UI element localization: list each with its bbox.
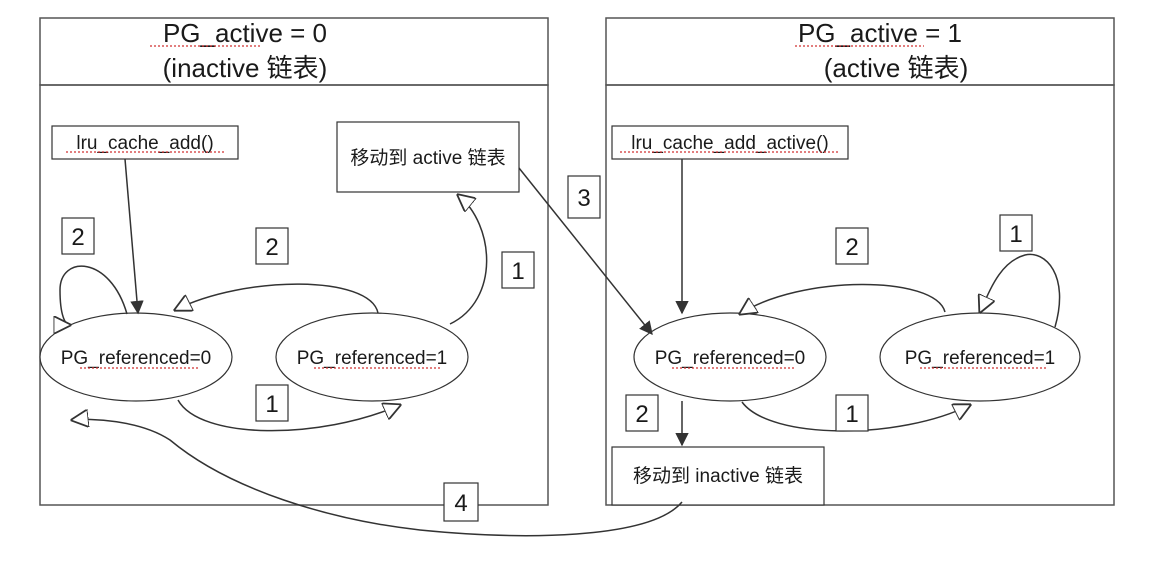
left-num-self-loop-box [61, 217, 95, 255]
right-title-line2: (active 链表) [824, 53, 968, 83]
right-move-to-inactive-label: 移动到 inactive 链表 [633, 465, 803, 487]
right-panel-body-frame [605, 84, 1115, 506]
left-to-move-edge [449, 195, 488, 325]
edge-4-move-to-inactive [72, 419, 683, 537]
left-num-self-loop: 2 [71, 224, 84, 251]
left-entry-func-box [51, 125, 239, 160]
left-move-to-active-box [336, 121, 520, 193]
left-state-0-label: PG_referenced=0 [61, 348, 212, 369]
right-num-top: 2 [845, 234, 858, 261]
right-num-bottom: 1 [845, 401, 858, 428]
left-self-loop-edge [60, 265, 128, 325]
right-state-0-label: PG_referenced=0 [655, 348, 806, 369]
edge-3-move-to-active [518, 167, 653, 336]
left-num-bottom: 1 [265, 391, 278, 418]
right-state-1-label: PG_referenced=1 [905, 348, 1056, 369]
left-panel: PG_active = 0 (inactive 链表) lru_cache_ad… [39, 17, 549, 506]
left-panel-body-frame [39, 84, 549, 506]
right-num-self-loop: 1 [1009, 221, 1022, 248]
right-num-to-move-box [625, 394, 659, 432]
left-num-top: 2 [265, 234, 278, 261]
right-num-to-move: 2 [635, 401, 648, 428]
right-panel: PG_active = 1 (active 链表) lru_cache_add_… [605, 17, 1115, 506]
left-num-to-move: 1 [511, 258, 524, 285]
left-title-line1: PG_active = 0 [163, 18, 327, 48]
left-top-edge [175, 283, 379, 314]
left-entry-arrow [124, 158, 144, 315]
left-num-bottom-box [255, 384, 289, 422]
left-bottom-edge [177, 399, 400, 432]
cross-panel-edges: 3 4 [72, 167, 683, 537]
right-state-referenced-0 [633, 312, 827, 402]
num-3: 3 [577, 185, 590, 212]
right-num-top-box [835, 227, 869, 265]
right-move-to-inactive-box [611, 446, 825, 506]
right-entry-func-box [611, 125, 849, 160]
num-4: 4 [454, 490, 467, 517]
num-3-box [567, 175, 601, 219]
left-num-top-box [255, 227, 289, 265]
right-self-loop-edge [980, 253, 1061, 328]
num-4-box [443, 482, 479, 522]
right-title-line1: PG_active = 1 [798, 18, 962, 48]
left-move-to-active-label: 移动到 active 链表 [350, 147, 505, 169]
right-entry-func-label: lru_cache_add_active() [631, 133, 829, 154]
left-state-referenced-1 [275, 312, 469, 402]
left-num-to-move-box [501, 251, 535, 289]
right-top-edge [740, 283, 946, 314]
left-entry-func-label: lru_cache_add() [76, 133, 213, 154]
left-title-line2: (inactive 链表) [163, 53, 328, 83]
left-state-1-label: PG_referenced=1 [297, 348, 448, 369]
right-num-bottom-box [835, 394, 869, 432]
right-num-self-loop-box [999, 214, 1033, 252]
